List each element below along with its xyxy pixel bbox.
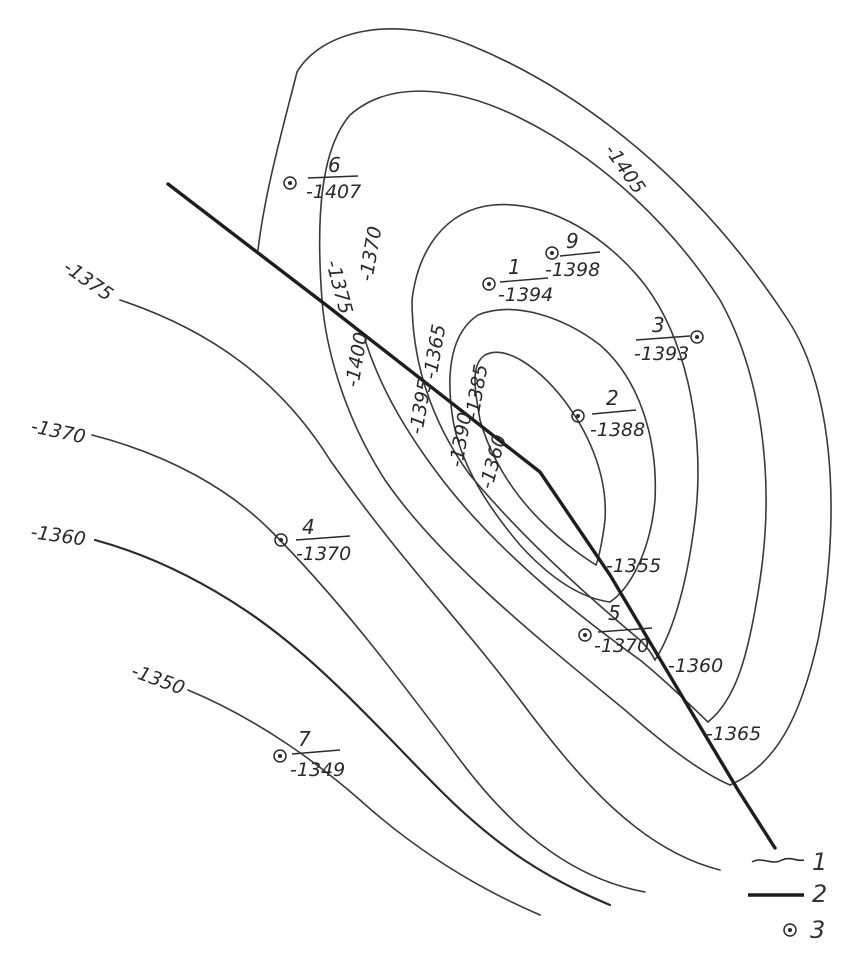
contour-label-1350-left: -1350	[128, 660, 187, 700]
contour-label-1385: -1385	[461, 363, 492, 421]
legend: 1 2 3	[748, 848, 827, 944]
contour-label-1355: -1355	[606, 555, 661, 577]
well-value: -1388	[590, 419, 645, 441]
well-6[interactable]: 6 -1407	[283, 153, 361, 203]
well-marker-icon	[283, 176, 297, 190]
well-number: 3	[652, 313, 665, 337]
contour-1370-flank	[91, 434, 646, 893]
well-marker-icon	[482, 277, 496, 291]
well-value: -1398	[545, 259, 600, 281]
contour-label-1370-left: -1370	[29, 415, 88, 448]
well-number: 4	[302, 515, 315, 539]
well-value: -1370	[594, 635, 649, 657]
contour-1385-south	[452, 419, 611, 603]
contour-1405-west	[257, 71, 298, 251]
well-marker-icon	[571, 409, 585, 423]
contour-1390-north	[449, 308, 657, 603]
fault-line	[166, 182, 777, 850]
contour-label-1360-top: -1360	[476, 432, 512, 491]
well-value: -1370	[296, 543, 351, 565]
well-marker-icon	[273, 749, 287, 763]
well-number: 5	[608, 601, 621, 625]
contour-label-1365-top: -1365	[419, 323, 450, 381]
legend-label-3: 3	[810, 916, 825, 944]
legend-label-1: 1	[812, 848, 827, 876]
well-value: -1394	[498, 284, 553, 306]
legend-item-well: 3	[783, 916, 825, 944]
contour-label-1370-top: -1370	[355, 225, 386, 283]
contour-label-1365-right: -1365	[706, 723, 761, 745]
contour-1375-flank	[119, 299, 721, 871]
contour-1395-south	[364, 339, 709, 723]
well-9[interactable]: 9 -1398	[545, 229, 600, 281]
well-number: 2	[606, 386, 619, 410]
well-value: -1349	[290, 759, 345, 781]
contour-1395-north	[411, 203, 699, 661]
well-number: 7	[298, 727, 311, 751]
legend-label-2: 2	[812, 880, 827, 908]
well-3[interactable]: 3 -1393	[634, 313, 704, 365]
contour-1405	[296, 28, 832, 786]
contour-label-1375-left: -1375	[59, 256, 117, 306]
contour-1380-south	[479, 419, 597, 566]
well-4[interactable]: 4 -1370	[274, 515, 351, 565]
well-number: 6	[328, 153, 341, 177]
contour-1360-flank	[93, 538, 612, 907]
well-2[interactable]: 2 -1388	[571, 386, 645, 441]
contour-1400-north	[318, 90, 767, 723]
contour-label-1400: -1400	[341, 331, 372, 389]
contour-1385-north	[474, 351, 607, 566]
well-marker-icon	[690, 330, 704, 344]
contour-label-1360-right: -1360	[668, 655, 723, 677]
contour-line-icon	[751, 857, 805, 863]
well-value: -1393	[634, 343, 689, 365]
legend-item-contour: 1	[751, 848, 827, 876]
contour-1400-south	[321, 299, 731, 786]
well-marker-icon	[578, 628, 592, 642]
contour-1350-flank	[187, 689, 541, 916]
contour-label-1395: -1395	[405, 378, 436, 436]
well-marker-icon	[274, 533, 288, 547]
well-number: 9	[566, 229, 579, 253]
well-7[interactable]: 7 -1349	[273, 727, 345, 781]
well-marker-icon	[545, 246, 559, 260]
well-5[interactable]: 5 -1370	[578, 601, 653, 657]
well-value: -1407	[306, 181, 361, 203]
legend-item-fault: 2	[748, 880, 827, 908]
well-1[interactable]: 1 -1394	[482, 255, 553, 306]
well-marker-icon	[783, 923, 797, 937]
well-number: 1	[508, 255, 521, 279]
contour-label-1390: -1390	[445, 411, 476, 469]
contour-label-1375-top: -1375	[321, 258, 357, 317]
contour-label-1360-left: -1360	[29, 521, 87, 550]
